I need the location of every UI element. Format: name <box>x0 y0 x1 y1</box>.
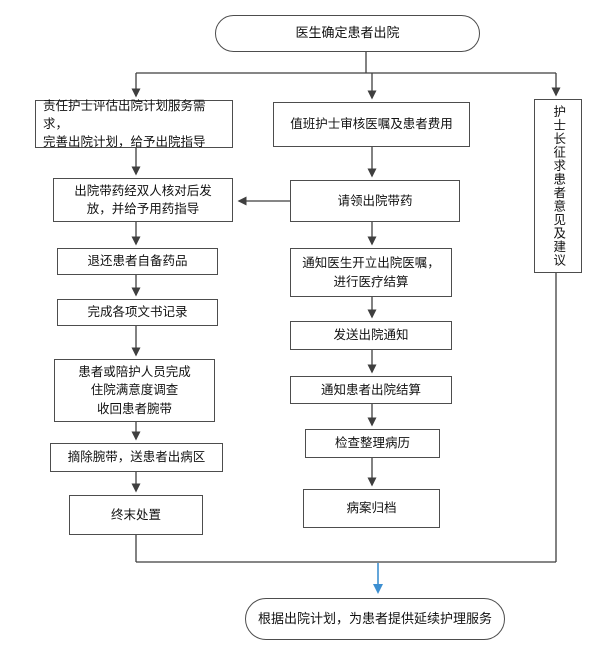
node-terminal-disposal: 终末处置 <box>69 495 203 535</box>
node-double-check-dispense-meds: 出院带药经双人核对后发 放，并给予用药指导 <box>53 178 233 222</box>
node-head-nurse-solicit-feedback: 护士长征求患者意见及建议 <box>534 99 582 273</box>
end-node-continued-care-service: 根据出院计划，为患者提供延续护理服务 <box>245 598 505 640</box>
black-connector-lines <box>131 52 561 563</box>
node-check-organize-records: 检查整理病历 <box>305 429 440 458</box>
node-archive-medical-record: 病案归档 <box>303 489 440 528</box>
node-satisfaction-survey-collect-wristband: 患者或陪护人员完成 住院满意度调查 收回患者腕带 <box>54 359 215 422</box>
node-request-discharge-meds: 请领出院带药 <box>290 180 460 222</box>
node-notify-doctor-discharge-orders: 通知医生开立出院医嘱， 进行医疗结算 <box>290 248 452 297</box>
node-assess-discharge-plan: 责任护士评估出院计划服务需求， 完善出院计划，给予出院指导 <box>35 99 233 149</box>
node-duty-nurse-review-orders-fees: 值班护士审核医嘱及患者费用 <box>273 102 470 147</box>
node-remove-wristband-escort-out: 摘除腕带，送患者出病区 <box>50 443 223 472</box>
start-node-doctor-confirms-discharge: 医生确定患者出院 <box>215 15 480 52</box>
node-notify-patient-settlement: 通知患者出院结算 <box>290 376 452 404</box>
node-return-patient-own-meds: 退还患者自备药品 <box>57 248 218 275</box>
node-send-discharge-notice: 发送出院通知 <box>290 321 452 350</box>
node-complete-documentation: 完成各项文书记录 <box>57 299 218 326</box>
